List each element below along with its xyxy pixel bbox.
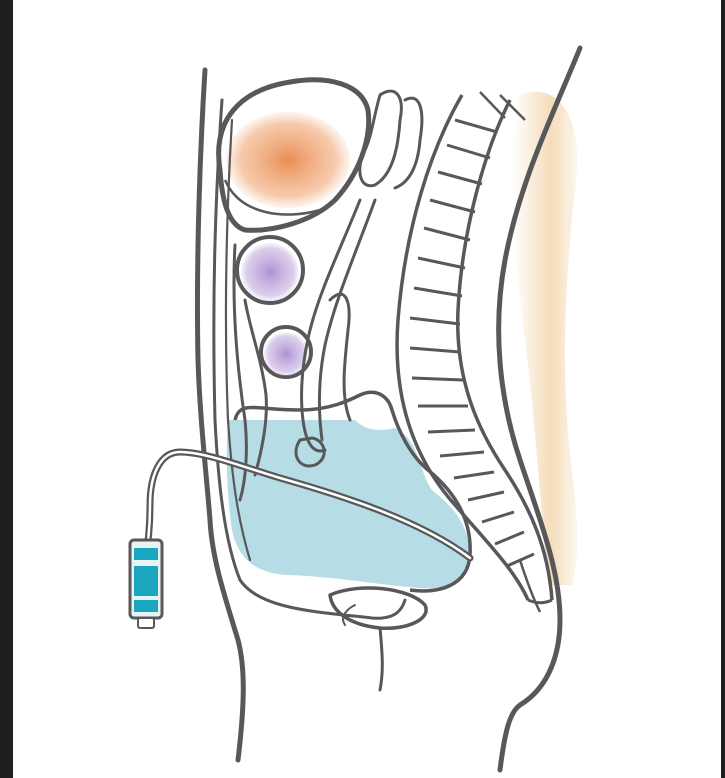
back-fat-band [512, 92, 577, 585]
liver-color [226, 112, 350, 208]
pelvic-floor [330, 588, 426, 690]
peritoneal-dialysis-illustration [13, 0, 721, 778]
illustration-frame [13, 0, 721, 778]
catheter-connector-icon [130, 540, 162, 628]
